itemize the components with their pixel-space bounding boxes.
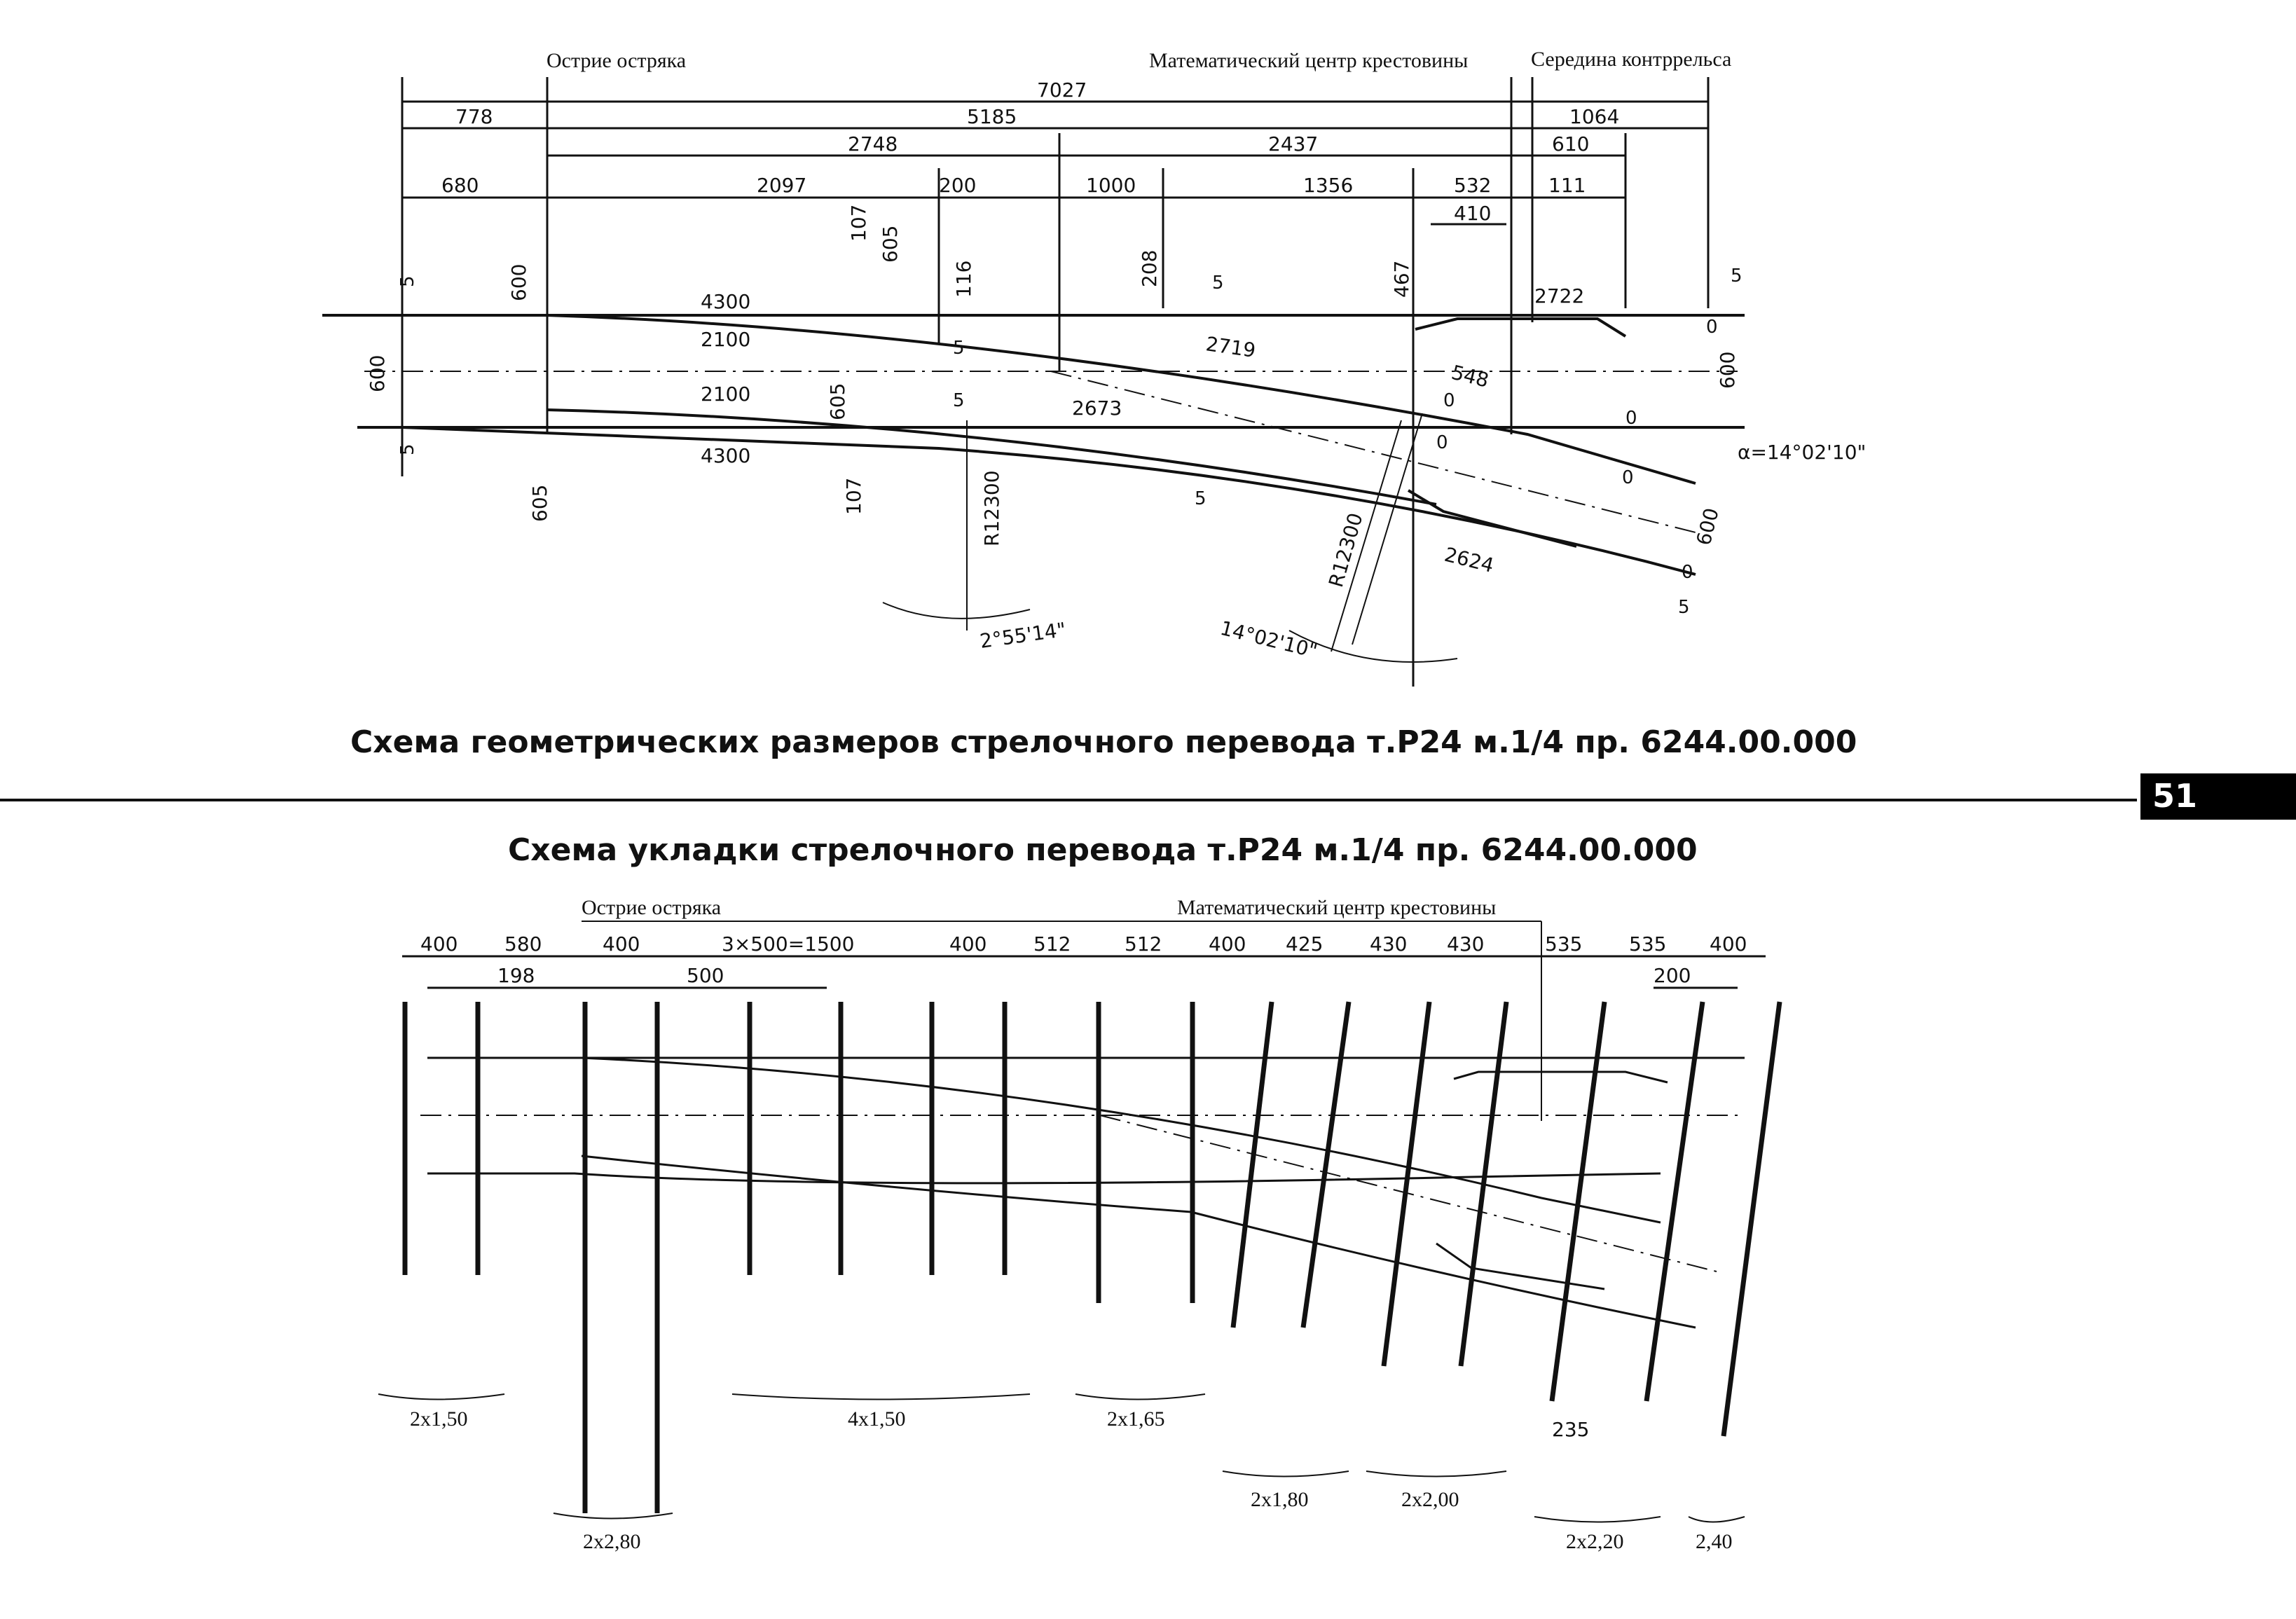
tie-group-2: 2x2,80 xyxy=(583,1530,641,1553)
sp-425: 425 xyxy=(1286,932,1323,956)
dim-778: 778 xyxy=(455,105,493,128)
vdim-208: 208 xyxy=(1138,250,1161,287)
small-5-a: 5 xyxy=(397,275,418,287)
sp-400-a: 400 xyxy=(420,932,458,956)
sp-400-e: 400 xyxy=(1710,932,1747,956)
vdim-605-bottom: 605 xyxy=(826,383,849,420)
radius-label-1: R12300 xyxy=(980,470,1003,546)
sp-535-b: 535 xyxy=(1629,932,1666,956)
geo-label-guard: Середина контррельса xyxy=(1531,48,1731,71)
geometry-title: Схема геометрических размеров стрелочног… xyxy=(350,724,1857,760)
dim-2100-top: 2100 xyxy=(701,328,750,351)
sp-400-b: 400 xyxy=(603,932,640,956)
geo-label-tip: Острие остряка xyxy=(546,49,686,72)
sub-200: 200 xyxy=(1654,964,1691,987)
dim-532: 532 xyxy=(1454,174,1491,197)
geo-small-dims: 5 5 5 5 5 5 5 5 0 0 0 0 0 0 xyxy=(397,266,1742,618)
sp-430-b: 430 xyxy=(1447,932,1484,956)
dim-1064: 1064 xyxy=(1569,105,1619,128)
laying-scheme xyxy=(378,921,1782,1523)
sp-535-a: 535 xyxy=(1545,932,1582,956)
small-5-c: 5 xyxy=(953,338,965,359)
sp-580: 580 xyxy=(504,932,542,956)
radius-label-2: R12300 xyxy=(1324,511,1368,590)
tie-group-7: 2x2,20 xyxy=(1566,1530,1624,1553)
angle-label-2: 14°02'10" xyxy=(1218,616,1319,663)
sp-430-a: 430 xyxy=(1370,932,1407,956)
laying-title: Схема укладки стрелочного перевода т.Р24… xyxy=(508,832,1698,868)
tie-group-labels: 2x1,50 2x2,80 4x1,50 2x1,65 2x1,80 2x2,0… xyxy=(410,1407,1733,1553)
small-0-f: 0 xyxy=(1682,562,1693,583)
laying-spacing-dims: 400 580 400 3×500=1500 400 512 512 400 4… xyxy=(420,932,1747,1441)
small-0-e: 0 xyxy=(1622,467,1634,488)
dim-2437: 2437 xyxy=(1268,132,1318,156)
sp-400-d: 400 xyxy=(1209,932,1246,956)
sp-400-c: 400 xyxy=(949,932,987,956)
small-0-b: 0 xyxy=(1443,390,1455,411)
vdim-467: 467 xyxy=(1390,261,1413,298)
dim-1000: 1000 xyxy=(1086,174,1136,197)
vdim-600-left: 600 xyxy=(366,355,389,392)
dim-2722: 2722 xyxy=(1534,284,1584,308)
dim-4300-bottom: 4300 xyxy=(701,444,750,467)
vdim-600-tip: 600 xyxy=(507,264,530,301)
lay-label-center: Математический центр крестовины xyxy=(1177,896,1496,919)
geo-label-center: Математический центр крестовины xyxy=(1149,49,1468,72)
geo-rail-dims: 4300 2100 2100 4300 2719 2673 2722 548 2… xyxy=(701,284,1584,577)
sp-512-b: 512 xyxy=(1125,932,1162,956)
vdim-107-bottom: 107 xyxy=(842,478,865,515)
vdim-107-top: 107 xyxy=(847,205,870,242)
tie-group-6: 2x2,00 xyxy=(1401,1488,1459,1511)
small-5-h: 5 xyxy=(1678,597,1690,618)
dim-7027: 7027 xyxy=(1037,78,1087,102)
dim-2719: 2719 xyxy=(1204,332,1257,362)
sp-512-a: 512 xyxy=(1033,932,1071,956)
small-0-c: 0 xyxy=(1436,432,1448,453)
dim-2673: 2673 xyxy=(1072,397,1122,420)
geo-vertical-dims: 600 600 605 107 605 116 208 467 605 107 … xyxy=(366,205,1739,548)
dim-410: 410 xyxy=(1454,202,1491,225)
page-number-tab xyxy=(2140,773,2296,820)
small-5-g: 5 xyxy=(1195,488,1207,509)
small-0-a: 0 xyxy=(1706,317,1718,338)
tie-group-5: 2x1,80 xyxy=(1251,1488,1309,1511)
dim-610: 610 xyxy=(1552,132,1589,156)
dim-200: 200 xyxy=(939,174,976,197)
small-5-e: 5 xyxy=(1212,273,1224,294)
sub-198: 198 xyxy=(497,964,535,987)
small-5-d: 5 xyxy=(953,390,965,411)
dim-2097: 2097 xyxy=(757,174,806,197)
small-5-f: 5 xyxy=(1731,266,1742,287)
dim-548: 548 xyxy=(1449,361,1491,392)
dim-5185: 5185 xyxy=(967,105,1017,128)
dim-680: 680 xyxy=(441,174,479,197)
sp-1500: 3×500=1500 xyxy=(722,932,854,956)
vdim-605-top: 605 xyxy=(879,226,902,263)
dim-2100-bottom: 2100 xyxy=(701,383,750,406)
vdim-605-left: 605 xyxy=(528,485,551,522)
tie-group-8: 2,40 xyxy=(1696,1530,1733,1553)
tie-group-3: 4x1,50 xyxy=(848,1407,906,1431)
sub-235: 235 xyxy=(1552,1418,1589,1441)
tie-group-4: 2x1,65 xyxy=(1107,1407,1165,1431)
small-5-b: 5 xyxy=(397,443,418,455)
small-0-d: 0 xyxy=(1625,408,1637,429)
geo-top-dims: 7027 778 5185 1064 2748 2437 610 680 209… xyxy=(441,78,1619,225)
angle-label-1: 2°55'14" xyxy=(978,618,1067,653)
geometry-scheme xyxy=(322,77,1745,687)
dim-2624: 2624 xyxy=(1442,543,1496,577)
dim-2748: 2748 xyxy=(848,132,898,156)
tie-group-1: 2x1,50 xyxy=(410,1407,468,1431)
alpha-label: α=14°02'10" xyxy=(1738,441,1866,464)
vdim-116: 116 xyxy=(952,261,975,298)
dim-4300-top: 4300 xyxy=(701,290,750,313)
sub-500: 500 xyxy=(687,964,724,987)
dim-111: 111 xyxy=(1548,174,1586,197)
lay-label-tip: Острие остряка xyxy=(582,896,721,919)
page-number: 51 xyxy=(2152,777,2197,815)
dim-1356: 1356 xyxy=(1303,174,1353,197)
vdim-600-right: 600 xyxy=(1716,352,1739,389)
vdim-600-branch: 600 xyxy=(1692,506,1724,548)
